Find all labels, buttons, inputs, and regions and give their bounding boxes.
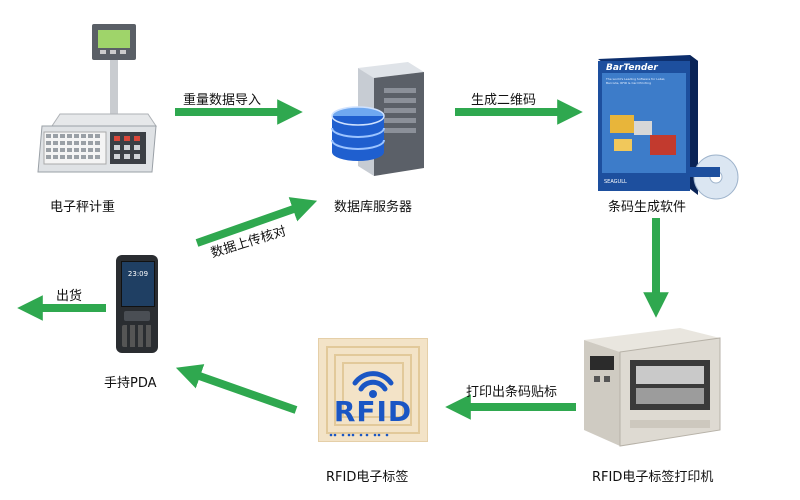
rfid-antenna-icon — [326, 346, 420, 437]
rfid-tag-card: RFID — [318, 338, 428, 442]
handheld-pda-device: 23:09 — [116, 255, 158, 353]
arrow-rfid-to-pda — [175, 364, 298, 414]
software-tagline: The world's Leading Software for Label, … — [606, 77, 666, 85]
scale-icon — [37, 24, 157, 173]
node-label-scale: 电子秤计重 — [50, 200, 116, 215]
node-label-pda: 手持PDA — [104, 376, 157, 391]
arrow-pda-to-server — [195, 197, 318, 247]
software-brand: BarTender — [606, 63, 658, 73]
edge-label-pda-out: 出货 — [56, 289, 83, 304]
pda-nav-keys — [124, 311, 150, 321]
edge-label-scale-to-server: 重量数据导入 — [183, 93, 262, 108]
node-label-software: 条码生成软件 — [608, 200, 687, 215]
pda-screen-time: 23:09 — [127, 270, 149, 278]
bartender-software-box: BarTender The world's Leading Software f… — [590, 55, 739, 200]
pda-keypad — [122, 325, 152, 347]
node-label-server: 数据库服务器 — [334, 200, 413, 215]
edge-label-server-to-software: 生成二维码 — [471, 93, 537, 108]
edge-label-printer-to-rfid: 打印出条码贴标 — [466, 385, 558, 400]
software-vendor: SEAGULL — [604, 179, 627, 185]
rfid-printer-icon — [584, 328, 721, 447]
database-server-icon — [331, 62, 424, 176]
node-label-printer: RFID电子标签打印机 — [592, 470, 714, 485]
software-box-art — [598, 55, 739, 200]
pda-screen: 23:09 — [121, 261, 155, 307]
node-label-rfid-tag: RFID电子标签 — [326, 470, 409, 485]
rfid-logo-text: RFID — [333, 395, 413, 428]
